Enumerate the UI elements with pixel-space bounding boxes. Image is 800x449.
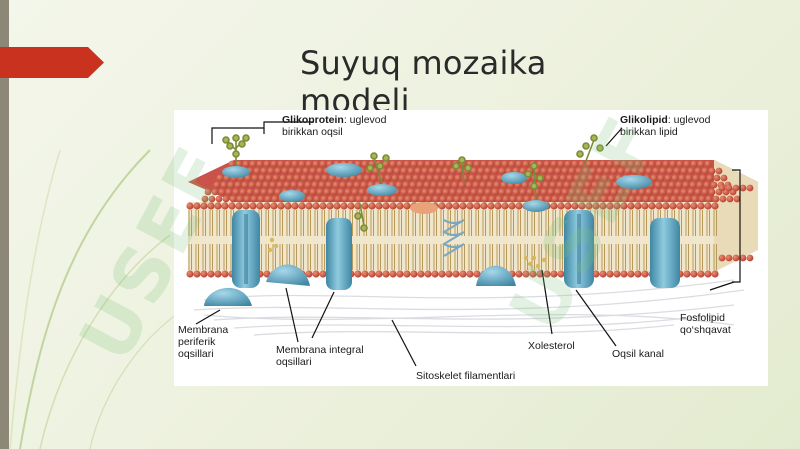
label-peripheral-2: periferik <box>178 336 216 348</box>
cholesterol-molecules <box>267 237 547 269</box>
label-glycolipid-term: Glikolipid <box>620 114 668 126</box>
label-channel: Oqsil kanal <box>612 348 664 360</box>
membrane-figure: Glikoprotein: uglevod birikkan oqsil Gli… <box>174 110 768 386</box>
label-bilayer-2: qo‘shqavat <box>680 324 731 336</box>
label-cytoskeleton-text: Sitoskelet filamentlari <box>416 370 516 382</box>
slide-title: Suyuq mozaika modeli <box>300 44 547 120</box>
title-accent-tab <box>0 47 104 78</box>
transmembrane-helix <box>442 219 465 257</box>
label-glycolipid: Glikolipid: uglevod birikkan lipid <box>620 114 710 138</box>
label-phospholipid-bilayer: Fosfolipid qo‘shqavat <box>680 312 731 336</box>
label-bilayer-1: Fosfolipid <box>680 312 725 324</box>
label-glycoprotein: Glikoprotein: uglevod birikkan oqsil <box>282 114 386 138</box>
label-glycoprotein-term: Glikoprotein <box>282 114 344 126</box>
label-peripheral-1: Membrana <box>178 324 229 336</box>
label-integral-2: oqsillari <box>276 356 312 368</box>
label-glycolipid-desc-1: : uglevod <box>667 114 711 126</box>
label-peripheral-proteins: Membrana periferik oqsillari <box>178 324 228 360</box>
lipid-tails <box>188 210 717 270</box>
integral-proteins <box>232 210 680 290</box>
label-channel-text: Oqsil kanal <box>612 348 664 360</box>
cytoskeleton-filaments <box>193 279 745 336</box>
label-integral-proteins: Membrana integral oqsillari <box>276 344 364 368</box>
label-glycoprotein-desc-2: birikkan oqsil <box>282 126 343 138</box>
label-cholesterol-text: Xolesterol <box>528 340 575 352</box>
label-cytoskeleton: Sitoskelet filamentlari <box>416 370 515 382</box>
label-integral-1: Membrana integral <box>276 344 364 356</box>
label-peripheral-3: oqsillari <box>178 348 214 360</box>
carbohydrate-chains <box>222 134 604 232</box>
label-glycoprotein-desc-1: : uglevod <box>343 114 387 126</box>
peripheral-proteins <box>204 163 652 306</box>
label-glycolipid-desc-2: birikkan lipid <box>620 126 678 138</box>
membrane-diagram <box>186 121 758 367</box>
label-cholesterol: Xolesterol <box>528 340 575 352</box>
slide-side-bar <box>0 0 9 449</box>
leader-lines <box>195 121 741 367</box>
